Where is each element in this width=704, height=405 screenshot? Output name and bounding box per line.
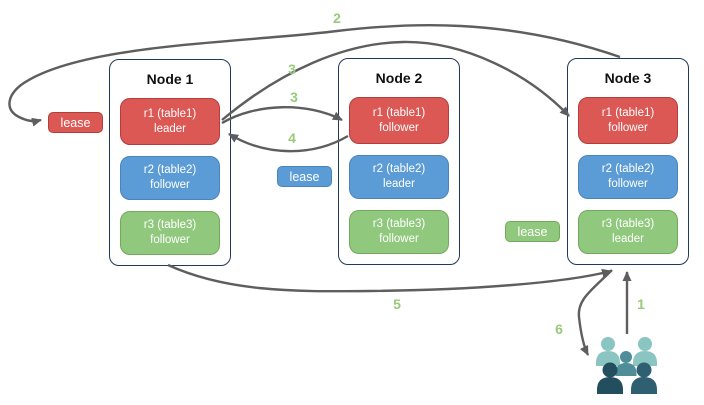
step-label-3b: 3 [290, 89, 298, 105]
lease-badge-table3: lease [505, 221, 560, 242]
node2-replica-r1: r1 (table1) follower [349, 97, 449, 144]
node2-replica-r3: r3 (table3) follower [349, 210, 449, 254]
node3-replica-r1: r1 (table1) follower [578, 97, 678, 144]
replica-role: leader [383, 178, 415, 190]
step-label-3a: 3 [288, 61, 296, 77]
node3-replica-r3: r3 (table3) leader [578, 210, 678, 254]
replica-role: follower [379, 121, 419, 134]
replica-name: r2 (table2) [372, 163, 426, 176]
step-label-5: 5 [393, 296, 401, 312]
lease-badge-table2: lease [277, 166, 332, 187]
node-3-box: Node 3 r1 (table1) follower r2 (table2) … [567, 58, 689, 265]
replica-name: r3 (table3) [372, 218, 426, 231]
replica-role: follower [608, 121, 648, 134]
node1-replica-r1: r1 (table1) leader [120, 98, 220, 145]
node-2-title: Node 2 [375, 70, 423, 86]
replica-role: follower [150, 179, 190, 191]
node1-replica-r2: r2 (table2) follower [120, 156, 220, 200]
replica-name: r2 (table2) [143, 164, 197, 177]
replica-name: r1 (table1) [372, 106, 426, 119]
replica-name: r2 (table2) [601, 163, 655, 176]
node2-replica-r2: r2 (table2) leader [349, 155, 449, 199]
step-label-2: 2 [333, 10, 341, 26]
replica-name: r1 (table1) [143, 107, 197, 120]
arrow-step-5 [167, 263, 612, 293]
node1-replica-r3: r3 (table3) follower [120, 211, 220, 255]
replica-name: r3 (table3) [143, 219, 197, 232]
replica-role: leader [612, 233, 644, 245]
step-label-1: 1 [637, 296, 645, 312]
replica-role: follower [150, 234, 190, 246]
step-label-6: 6 [555, 321, 563, 337]
replica-name: r1 (table1) [601, 106, 655, 119]
node3-replica-r2: r2 (table2) follower [578, 155, 678, 199]
users-icon [596, 337, 657, 394]
lease-badge-table1: lease [48, 112, 103, 133]
arrow-step-6 [577, 269, 613, 356]
replica-role: follower [608, 178, 648, 190]
replica-name: r3 (table3) [601, 218, 655, 231]
replica-role: follower [379, 233, 419, 245]
node-1-box: Node 1 r1 (table1) leader r2 (table2) fo… [109, 59, 231, 266]
node-2-box: Node 2 r1 (table1) follower r2 (table2) … [338, 58, 460, 265]
arrow-step-3-to-node2 [221, 106, 343, 125]
step-label-4: 4 [288, 130, 296, 146]
replica-role: leader [154, 122, 186, 135]
arrow-step-2 [8, 23, 621, 127]
node-1-title: Node 1 [146, 71, 194, 87]
node-3-title: Node 3 [604, 70, 652, 86]
